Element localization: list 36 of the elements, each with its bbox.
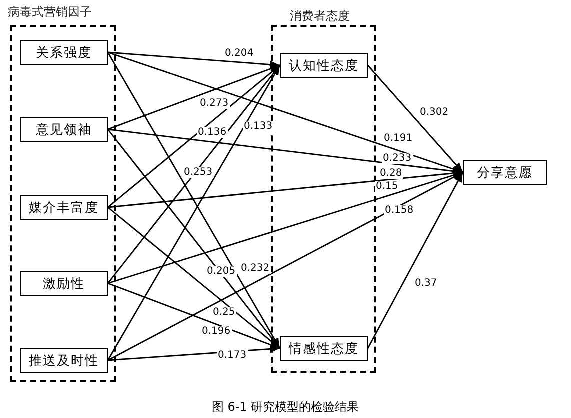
edge-label: 0.28	[379, 168, 404, 179]
edge-label: 0.233	[382, 153, 413, 164]
edge-label: 0.253	[183, 167, 214, 178]
arrow	[108, 172, 464, 362]
group-frame	[271, 25, 376, 373]
edge-label: 0.37	[414, 278, 438, 289]
group-frame	[10, 25, 116, 382]
edge-label: 0.25	[212, 307, 236, 318]
edge-label: 0.158	[384, 205, 415, 216]
edge-label: 0.191	[383, 133, 414, 144]
factor-box: 意见领袖	[20, 117, 108, 142]
group-heading: 消费者态度	[290, 8, 350, 25]
factor-box: 情感性态度	[280, 336, 368, 361]
arrow	[108, 52, 280, 69]
edge-label: 0.196	[201, 326, 232, 337]
edge-label: 0.205	[206, 266, 237, 277]
arrow	[367, 172, 464, 349]
arrow	[108, 282, 280, 350]
edge-label: 0.302	[419, 107, 450, 118]
factor-box: 认知性态度	[280, 53, 368, 78]
arrow	[108, 64, 280, 130]
factor-box: 分享意愿	[463, 160, 547, 185]
edge-label: 0.204	[224, 48, 255, 59]
edge-label: 0.232	[240, 263, 271, 274]
arrow	[367, 65, 464, 173]
figure-caption: 图 6-1 研究模型的检验结果	[210, 399, 360, 416]
factor-box: 激励性	[20, 271, 108, 296]
edge-label: 0.136	[197, 127, 228, 138]
factor-box: 关系强度	[20, 40, 108, 65]
edge-label: 0.173	[217, 350, 248, 361]
factor-box: 推送及时性	[20, 348, 108, 373]
edge-label: 0.133	[243, 121, 274, 132]
edge-label: 0.15	[375, 181, 400, 192]
factor-box: 媒介丰富度	[20, 195, 108, 220]
group-heading: 病毒式营销因子	[8, 4, 92, 21]
edge-label: 0.273	[199, 98, 230, 109]
